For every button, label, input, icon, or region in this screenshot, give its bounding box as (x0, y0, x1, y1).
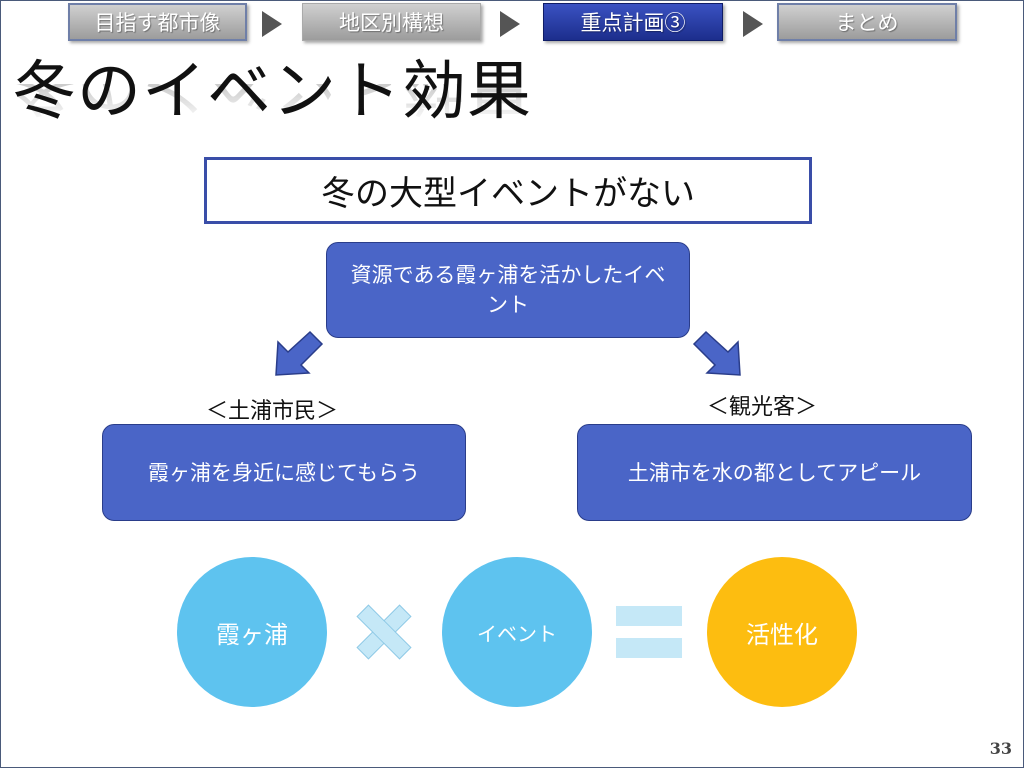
resource-event-text: 資源である霞ヶ浦を活かしたイベント (350, 263, 666, 317)
nav-arrow-icon (743, 11, 763, 37)
event-label: イベント (477, 621, 557, 646)
headline-box: 冬の大型イベントがない (204, 157, 812, 224)
resource-event-box: 資源である霞ヶ浦を活かしたイベント (326, 242, 690, 338)
tourists-outcome-box: 土浦市を水の都としてアピール (577, 424, 972, 521)
tourists-label: ＜観光客＞ (707, 395, 818, 420)
citizens-outcome-box: 霞ヶ浦を身近に感じてもらう (102, 424, 466, 521)
kasumigaura-label: 霞ヶ浦 (216, 620, 288, 649)
revitalization-label: 活性化 (746, 620, 818, 649)
nav-step-priority-plan[interactable]: 重点計画③ (543, 3, 723, 41)
tourists-outcome-text: 土浦市を水の都としてアピール (627, 460, 922, 485)
revitalization-circle: 活性化 (707, 557, 857, 707)
kasumigaura-circle: 霞ヶ浦 (177, 557, 327, 707)
nav-arrow-icon (500, 11, 520, 37)
arrow-down-left-icon (275, 330, 324, 376)
citizens-label: ＜土浦市民＞ (206, 399, 339, 424)
nav-step-district[interactable]: 地区別構想 (302, 3, 481, 41)
headline-text: 冬の大型イベントがない (321, 174, 695, 214)
slide-title: 冬のイベント効果 (12, 55, 532, 129)
equals-icon (616, 606, 682, 658)
multiply-icon (356, 604, 412, 660)
arrow-down-right-icon (692, 330, 741, 376)
step-navigation: 目指す都市像 地区別構想 重点計画③ まとめ (0, 0, 1024, 50)
page-number: 33 (989, 739, 1012, 758)
citizens-outcome-text: 霞ヶ浦を身近に感じてもらう (148, 460, 420, 485)
event-circle: イベント (442, 557, 592, 707)
nav-step-vision[interactable]: 目指す都市像 (68, 3, 247, 41)
nav-step-summary[interactable]: まとめ (777, 3, 957, 41)
nav-arrow-icon (262, 11, 282, 37)
